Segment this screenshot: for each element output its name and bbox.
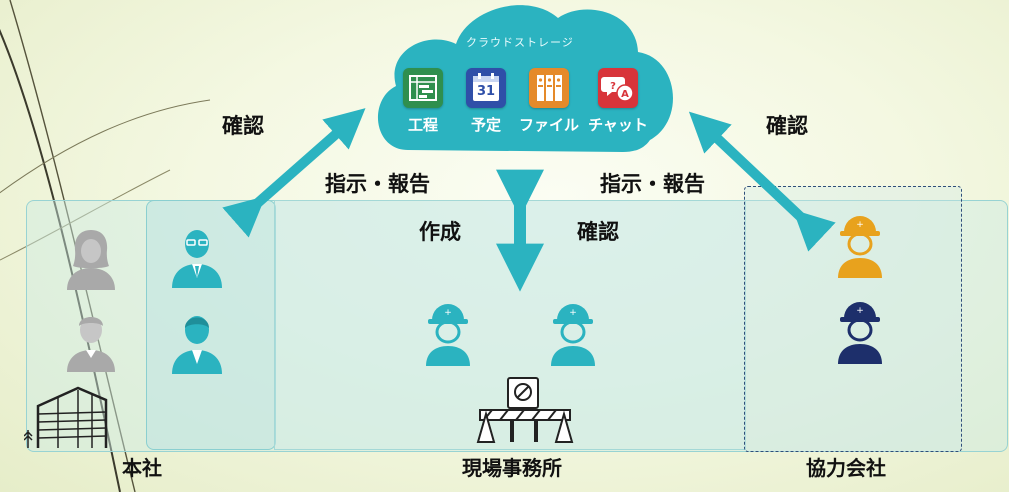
site-label-partner: 協力会社 <box>806 456 886 480</box>
svg-text:?: ? <box>610 81 616 92</box>
app-schedule-label: 工程 <box>407 116 438 134</box>
head-office-panel <box>146 200 276 450</box>
svg-text:+: + <box>856 220 864 230</box>
construction-barrier-icon <box>476 377 574 443</box>
person-manager-glasses-icon <box>172 230 222 288</box>
chat-bubbles-icon: ? A <box>598 68 638 108</box>
office-building-icon <box>24 386 108 448</box>
app-schedule[interactable]: 工程 <box>393 68 453 135</box>
person-staff-icon <box>172 316 222 374</box>
app-chat-label: チャット <box>588 116 648 134</box>
arrow-partner-cloud <box>688 111 836 252</box>
label-confirm-center: 確認 <box>577 220 619 244</box>
svg-text:+: + <box>569 308 577 318</box>
label-instruct-report-right: 指示・報告 <box>600 172 705 196</box>
person-male-gray-icon <box>67 317 115 372</box>
app-calendar-label: 予定 <box>470 116 501 134</box>
cloud-shape <box>377 5 673 152</box>
app-chat[interactable]: ? A チャット <box>588 68 648 135</box>
worker-helmet-orange-icon: + <box>838 216 882 278</box>
file-binders-icon <box>529 68 569 108</box>
label-instruct-report-left: 指示・報告 <box>325 172 430 196</box>
app-files[interactable]: ファイル <box>519 68 579 135</box>
schedule-chart-icon <box>403 68 443 108</box>
calendar-icon: 31 <box>466 68 506 108</box>
app-calendar[interactable]: 31 予定 <box>456 68 516 135</box>
svg-text:+: + <box>444 308 452 318</box>
app-files-label: ファイル <box>519 116 580 134</box>
worker-helmet-navy-icon: + <box>838 302 882 364</box>
worker-helmet-teal-icon: + <box>426 304 470 366</box>
worker-helmet-teal-icon: + <box>551 304 595 366</box>
site-label-site-office: 現場事務所 <box>462 456 562 480</box>
site-label-head-office: 本社 <box>122 456 162 480</box>
label-confirm-right: 確認 <box>766 114 808 138</box>
svg-text:+: + <box>856 306 864 316</box>
label-confirm-left: 確認 <box>222 114 264 138</box>
label-create: 作成 <box>419 220 461 244</box>
svg-text:A: A <box>621 89 629 100</box>
arrow-head-office-cloud <box>222 108 366 238</box>
person-female-gray-icon <box>67 230 115 290</box>
calendar-day: 31 <box>476 84 496 99</box>
cloud-title: クラウドストレージ <box>466 36 574 49</box>
